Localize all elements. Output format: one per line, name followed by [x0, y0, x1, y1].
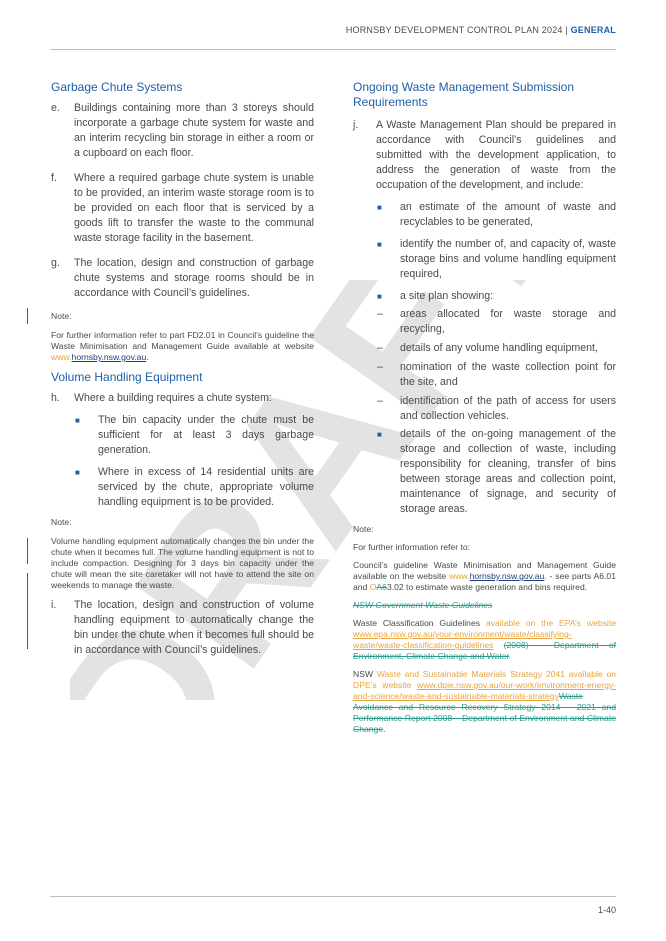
page-header: HORNSBY DEVELOPMENT CONTROL PLAN 2024 | …	[346, 25, 616, 35]
note-council-guide: Council’s guideline Waste Minimisation a…	[353, 560, 616, 592]
left-column: Garbage Chute Systems e. Buildings conta…	[51, 80, 314, 668]
header-rule	[50, 49, 616, 50]
clause-j-bullets: ■an estimate of the amount of waste and …	[376, 200, 616, 304]
clause-f: f. Where a required garbage chute system…	[51, 172, 314, 244]
list-item: –nomination of the waste collection poin…	[377, 361, 616, 388]
note-fd2: For further information refer to part FD…	[51, 330, 314, 362]
footer-rule	[50, 896, 616, 897]
list-item: ■identify the number of, and capacity of…	[377, 238, 616, 280]
header-separator: |	[565, 25, 568, 35]
note-label: Note:	[353, 524, 374, 534]
list-item: ■details of the on-going management of t…	[377, 428, 616, 515]
epa-link[interactable]: www.epa.nsw.gov.au/your-environment/wast…	[353, 629, 572, 650]
clause-i: i. The location, design and construction…	[51, 599, 314, 656]
hornsby-link[interactable]: hornsby.nsw.gov.au	[71, 352, 147, 362]
note-nsw-strategy: NSW Waste and Sustainable Materials Stra…	[353, 669, 617, 734]
change-bar	[27, 573, 28, 649]
page-number: 1-40	[597, 905, 616, 915]
dpie-link[interactable]: www.dpie.nsw.gov.au/our-work/environment…	[353, 680, 617, 701]
heading-garbage-chute: Garbage Chute Systems	[51, 80, 183, 94]
note-label: Note:	[51, 311, 72, 321]
list-item: –identification of the path of access fo…	[377, 395, 616, 422]
clause-j: j. A Waste Management Plan should be pre…	[353, 119, 616, 191]
header-title: HORNSBY DEVELOPMENT CONTROL PLAN 2024	[345, 25, 563, 35]
list-item: ■The bin capacity under the chute must b…	[75, 414, 314, 456]
list-item: ■an estimate of the amount of waste and …	[377, 201, 616, 228]
change-bar	[27, 308, 28, 324]
clause-h: h. Where a building requires a chute sys…	[51, 392, 272, 404]
list-item: ■Where in excess of 14 residential units…	[75, 466, 314, 508]
note-volume-handling: Volume handling equipment automatically …	[51, 536, 314, 590]
note-nsw-deleted: NSW Government Waste Guidelines	[353, 600, 493, 610]
clause-j-last-bullet: ■details of the on-going management of t…	[376, 427, 616, 517]
list-item: –areas allocated for waste storage and r…	[377, 308, 616, 335]
clause-h-bullets: ■The bin capacity under the chute must b…	[74, 413, 314, 510]
heading-ongoing-waste: Ongoing Waste Management Submission Requ…	[353, 80, 575, 109]
heading-volume-handling: Volume Handling Equipment	[51, 370, 203, 384]
note-label: Note:	[51, 517, 72, 527]
note-waste-classification: Waste Classification Guidelines availabl…	[353, 618, 617, 661]
list-item: ■a site plan showing:	[377, 290, 494, 302]
clause-e: e. Buildings containing more than 3 stor…	[51, 102, 314, 159]
hornsby-link[interactable]: hornsby.nsw.gov.au	[469, 571, 545, 581]
clause-g: g. The location, design and construction…	[51, 257, 314, 299]
change-bar	[27, 538, 28, 564]
list-item: –details of any volume handling equipmen…	[377, 342, 598, 354]
note-intro: For further information refer to:	[353, 542, 471, 552]
right-column: Ongoing Waste Management Submission Requ…	[353, 80, 616, 742]
header-section: GENERAL	[570, 25, 616, 35]
